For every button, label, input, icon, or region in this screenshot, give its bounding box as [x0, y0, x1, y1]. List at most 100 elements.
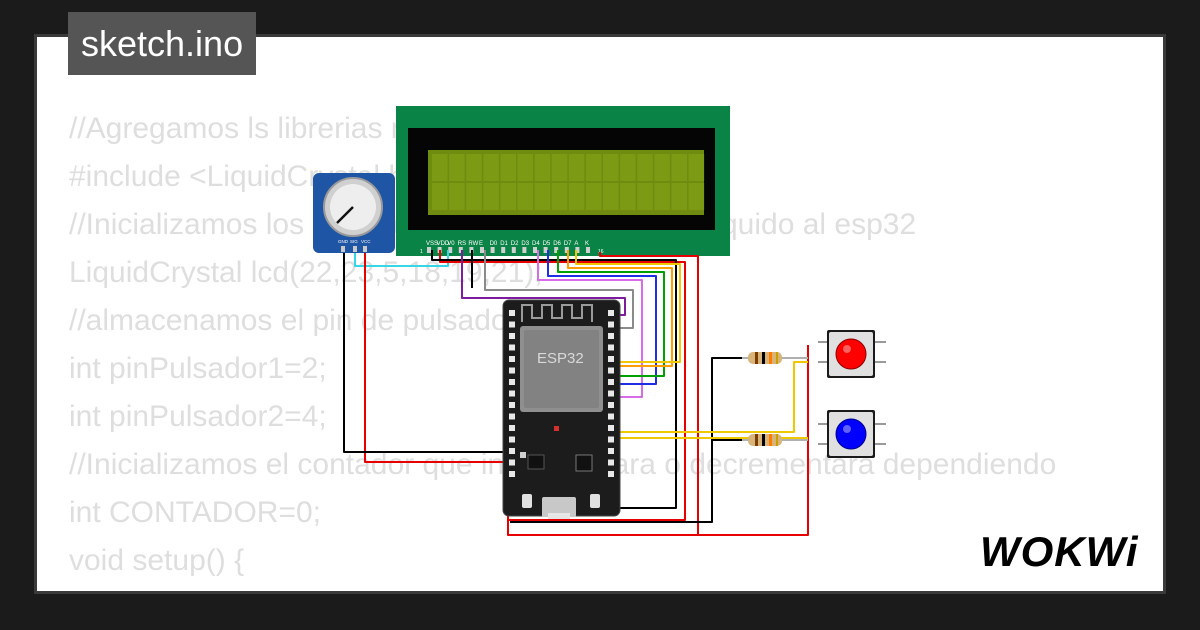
- wire-red-buttons[interactable]: [698, 345, 809, 536]
- esp32-pin[interactable]: [608, 367, 614, 374]
- lcd-pin[interactable]: [490, 247, 495, 253]
- esp32-pin[interactable]: [509, 459, 515, 466]
- lcd-pin[interactable]: [427, 247, 431, 253]
- lcd-pin-label: D2: [511, 241, 519, 247]
- wire-cyan[interactable]: [354, 250, 449, 267]
- lcd-pin[interactable]: [575, 247, 580, 253]
- lcd-char-cell: [534, 154, 551, 181]
- esp32-boot-button[interactable]: [522, 494, 532, 508]
- wire-black-lcd[interactable]: [431, 250, 677, 509]
- lcd-pin[interactable]: [554, 247, 559, 253]
- pot-pin-label-gnd: GND: [338, 239, 349, 244]
- lcd-char-cell: [585, 154, 602, 181]
- code-line: void setup() {: [69, 544, 245, 577]
- lcd-pin[interactable]: [522, 247, 527, 253]
- esp32-pin[interactable]: [608, 321, 614, 328]
- esp32-pin[interactable]: [509, 448, 515, 454]
- lcd-pin[interactable]: [586, 247, 590, 253]
- esp32-pin[interactable]: [608, 333, 614, 339]
- pushbutton-cap[interactable]: [835, 338, 867, 370]
- lcd-char-cell: [534, 183, 551, 210]
- esp32-pin[interactable]: [509, 436, 515, 443]
- code-line: int CONTADOR=0;: [69, 496, 321, 529]
- esp32-pin[interactable]: [509, 356, 515, 362]
- esp32-pin[interactable]: [509, 367, 515, 374]
- lcd-pin[interactable]: [511, 247, 516, 253]
- lcd-pin[interactable]: [543, 247, 548, 253]
- lcd-pin[interactable]: [448, 247, 453, 253]
- esp32-pin[interactable]: [509, 321, 515, 328]
- esp32-pin[interactable]: [608, 448, 614, 454]
- lcd-character-grid: [432, 154, 705, 210]
- potentiometer-pointer: [336, 206, 354, 224]
- esp32-pin[interactable]: [608, 310, 614, 316]
- wire-blue-d5[interactable]: [547, 250, 657, 385]
- resistor-2[interactable]: [742, 434, 788, 446]
- pot-pin[interactable]: [363, 246, 367, 252]
- lcd-char-cell: [585, 183, 602, 210]
- wire-violet-d4[interactable]: [537, 250, 643, 398]
- wire-black-gnd[interactable]: [343, 250, 512, 453]
- esp32-pin[interactable]: [509, 390, 515, 397]
- wire-green-d6[interactable]: [557, 250, 665, 377]
- pushbutton-cap[interactable]: [835, 418, 867, 450]
- esp32-pin[interactable]: [608, 344, 614, 351]
- file-name: sketch.ino: [81, 23, 244, 64]
- resistor-1[interactable]: [742, 352, 788, 364]
- wire-yellow-lcd[interactable]: [575, 250, 681, 363]
- lcd-pin[interactable]: [458, 247, 463, 253]
- potentiometer[interactable]: GND SIG VCC: [313, 173, 395, 253]
- lcd-char-cell: [620, 183, 636, 210]
- wire-gray-e[interactable]: [484, 250, 634, 329]
- wire-red-vcc[interactable]: [364, 250, 512, 463]
- lcd-char-cell: [551, 154, 568, 181]
- lcd-pin-label: A: [574, 241, 578, 247]
- esp32-pin[interactable]: [608, 356, 614, 362]
- esp32-pin[interactable]: [509, 333, 515, 339]
- pushbutton-blue[interactable]: [818, 410, 886, 458]
- lcd-char-cell: [517, 183, 534, 210]
- lcd-char-cell: [449, 183, 465, 210]
- esp32-pin[interactable]: [608, 425, 614, 431]
- esp32-pin[interactable]: [509, 413, 515, 420]
- esp32-pin[interactable]: [608, 436, 614, 443]
- pot-pin[interactable]: [353, 246, 357, 252]
- esp32-pin[interactable]: [509, 344, 515, 351]
- wire-red-lcd[interactable]: [439, 250, 686, 521]
- esp32-board[interactable]: ESP32: [502, 299, 621, 519]
- esp32-pin[interactable]: [509, 402, 515, 408]
- esp32-label: ESP32: [537, 350, 584, 367]
- esp32-usb-port[interactable]: [542, 497, 576, 517]
- wire-orange-d7[interactable]: [567, 250, 673, 367]
- lcd-char-cell: [654, 154, 670, 181]
- esp32-pin[interactable]: [608, 390, 614, 397]
- wire-purple-rs[interactable]: [461, 250, 626, 316]
- lcd-pin-label: V0: [447, 241, 455, 247]
- esp32-pin[interactable]: [608, 379, 614, 385]
- lcd-char-cell: [483, 154, 499, 181]
- code-line: int pinPulsador1=2;: [69, 352, 327, 385]
- lcd-pin[interactable]: [501, 247, 506, 253]
- wokwi-logo[interactable]: WOKWi: [978, 526, 1150, 580]
- lcd-pin[interactable]: [533, 247, 537, 253]
- lcd-pin[interactable]: [564, 247, 569, 253]
- esp32-pin[interactable]: [608, 471, 614, 477]
- esp32-pin[interactable]: [509, 310, 515, 316]
- wire-red-backlight[interactable]: [507, 252, 699, 536]
- pot-pin[interactable]: [341, 246, 345, 252]
- wire-yellow-button1[interactable]: [612, 361, 808, 433]
- esp32-pin[interactable]: [608, 459, 614, 466]
- pushbutton-red[interactable]: [818, 330, 886, 378]
- lcd-pin[interactable]: [480, 247, 484, 253]
- esp32-en-button[interactable]: [590, 494, 600, 508]
- esp32-pin[interactable]: [509, 379, 515, 385]
- file-tab[interactable]: sketch.ino: [68, 12, 257, 75]
- lcd-pin-label: VDD: [437, 241, 450, 247]
- esp32-pin[interactable]: [608, 402, 614, 408]
- esp32-pin[interactable]: [509, 471, 515, 477]
- lcd-char-cell: [466, 154, 482, 181]
- lcd-char-cell: [551, 183, 568, 210]
- esp32-pin[interactable]: [509, 425, 515, 431]
- esp32-pin[interactable]: [608, 413, 614, 420]
